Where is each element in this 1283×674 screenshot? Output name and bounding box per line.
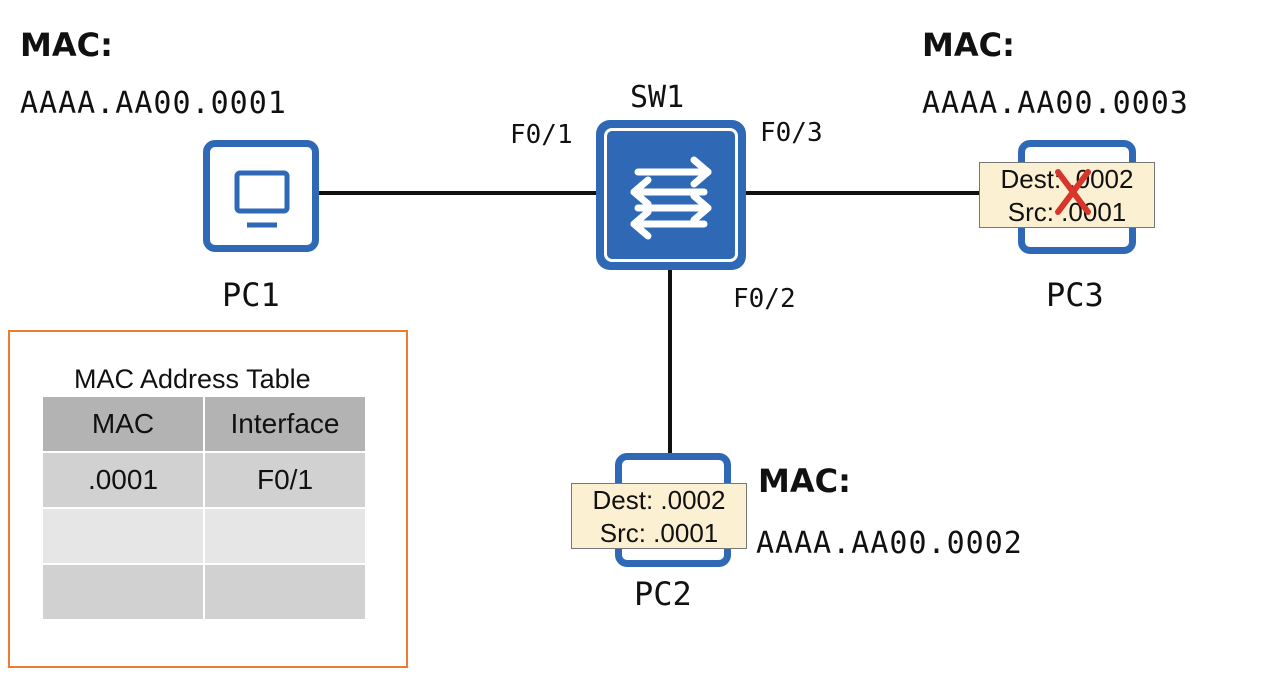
cell-mac <box>43 508 205 565</box>
cell-mac <box>43 564 205 621</box>
frame-at-pc2: Dest: .0002 Src: .0001 <box>571 483 747 549</box>
cell-interface <box>204 508 367 565</box>
monitor-icon <box>234 170 290 228</box>
cell-mac: .0001 <box>43 452 205 509</box>
pc2-label: PC2 <box>634 575 692 613</box>
cell-interface <box>204 564 367 621</box>
switch-sw1[interactable] <box>596 120 746 270</box>
pc3-label: PC3 <box>1046 276 1104 314</box>
mac-table-title: MAC Address Table <box>74 364 311 394</box>
column-header-mac: MAC <box>43 397 205 453</box>
pc1-device[interactable] <box>203 140 319 252</box>
pc1-mac-address: AAAA.AA00.0001 <box>20 86 287 121</box>
column-header-interface: Interface <box>204 397 367 453</box>
pc1-mac-title: MAC: <box>20 26 113 64</box>
switch-label: SW1 <box>630 80 685 115</box>
pc2-mac-address: AAAA.AA00.0002 <box>756 526 1023 561</box>
table-row <box>43 508 367 565</box>
port-f03-label: F0/3 <box>760 118 823 148</box>
port-f01-label: F0/1 <box>510 120 573 150</box>
cell-interface: F0/1 <box>204 452 367 509</box>
pc3-mac-title: MAC: <box>922 26 1015 64</box>
table-row: .0001 F0/1 <box>43 452 367 509</box>
table-row <box>43 564 367 621</box>
pc2-mac-title: MAC: <box>758 462 851 500</box>
frame-dest: Dest: .0002 <box>592 485 726 515</box>
pc3-mac-address: AAAA.AA00.0003 <box>922 86 1189 121</box>
switch-arrows-icon <box>630 156 712 240</box>
port-f02-label: F0/2 <box>733 284 796 314</box>
pc1-label: PC1 <box>222 276 280 314</box>
mac-address-table: MAC Interface .0001 F0/1 <box>43 397 367 621</box>
drop-x-icon <box>1055 169 1091 215</box>
frame-src: Src: .0001 <box>599 518 719 548</box>
